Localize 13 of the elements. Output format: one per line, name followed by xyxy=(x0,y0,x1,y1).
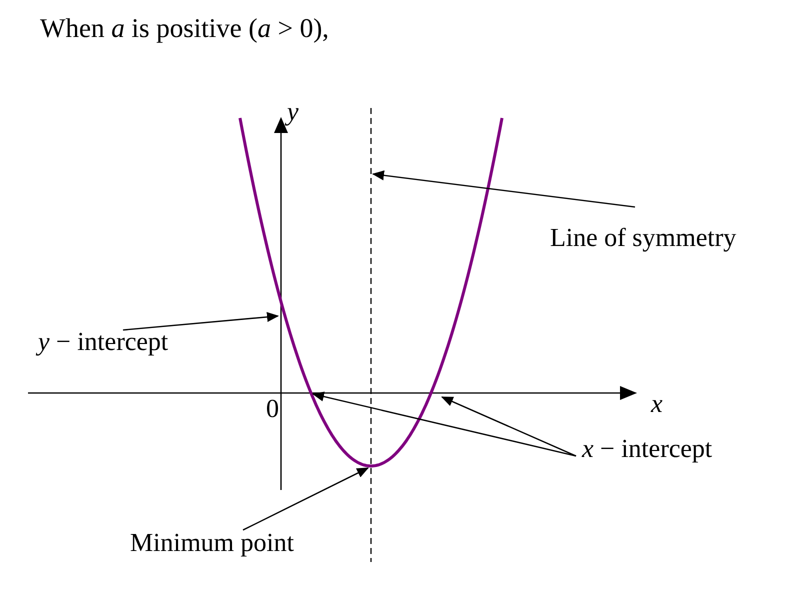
leader-line xyxy=(441,396,576,457)
leader-line xyxy=(242,467,369,531)
axis-label: y xyxy=(287,96,299,128)
callout-label: Minimum point xyxy=(130,527,294,560)
callout-label: x − intercept xyxy=(582,433,712,466)
axis-label: x xyxy=(651,388,663,420)
callout-label: Line of symmetry xyxy=(550,222,736,254)
axis-label: 0 xyxy=(266,393,279,425)
leader-line xyxy=(312,392,576,457)
callout-label: y − intercept xyxy=(38,326,168,358)
leader-line xyxy=(372,170,636,208)
leader-line xyxy=(122,312,279,331)
heading: When a is positive (a > 0), xyxy=(40,12,329,45)
